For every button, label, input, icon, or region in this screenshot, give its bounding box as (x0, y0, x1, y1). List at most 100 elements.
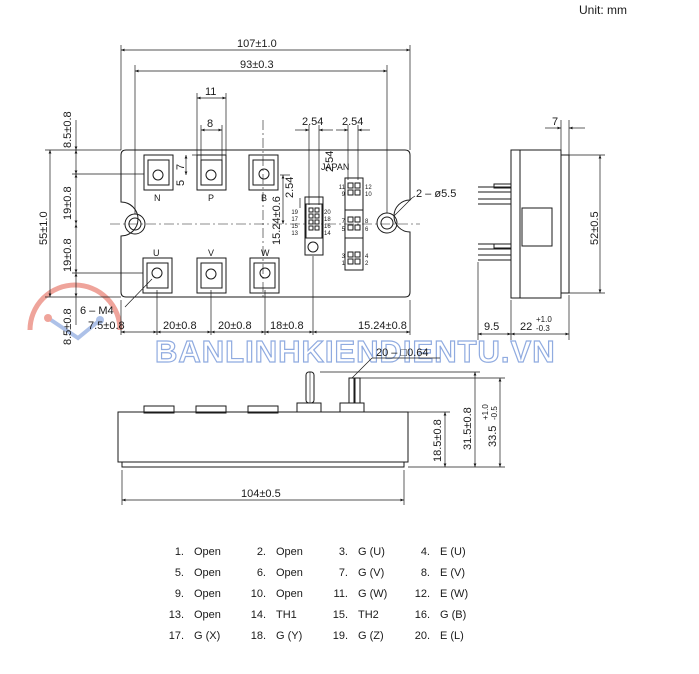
pin-number: 4. (420, 546, 430, 558)
pin-header-left (304, 196, 324, 256)
pin-function: G (Y) (276, 630, 303, 642)
front-view (117, 371, 409, 468)
terminal-label-v: V (208, 248, 214, 258)
dim-pin-pitch-v: 2.54 (284, 177, 296, 198)
dim-pitch-19-bot: 19±0.8 (62, 238, 74, 272)
pin-function: G (U) (358, 546, 385, 558)
japan-label: JAPAN (321, 162, 349, 172)
dim-term-7: 7 (175, 164, 187, 170)
pin-function: TH2 (358, 609, 379, 621)
dim-term-hole: 8 (207, 118, 213, 130)
dim-side-22: 22 (520, 321, 532, 333)
hdr-num: 18 (324, 217, 331, 223)
top-view-outline (120, 149, 411, 298)
pin-list-item: 3. G (U) (324, 546, 404, 558)
pin-number: 20. (414, 630, 430, 642)
dim-side-22-tol-dn: -0.3 (536, 324, 550, 333)
hdr-num: 20 (324, 210, 331, 216)
hdr-num: 1 (342, 261, 346, 267)
pin-list-item: 6.Open (242, 567, 322, 579)
dim-body-33-5: 33.5 (487, 426, 499, 447)
pin-number: 17. (168, 630, 184, 642)
front-pin-right (348, 377, 355, 404)
hdr-num: 11 (339, 185, 346, 191)
terminal-b (248, 154, 279, 191)
pin-list-item: 10. Open (242, 588, 322, 600)
pin-number: 12. (414, 588, 430, 600)
dim-body-18-5: 18.5±0.8 (432, 419, 444, 462)
pin-number: 6. (256, 567, 266, 579)
dim-pin-row-offset: 15.24±0.6 (271, 196, 283, 245)
pin-function: E (V) (440, 567, 466, 579)
pin-list-item: 20. E (L) (406, 630, 486, 642)
pin-number: 13. (168, 609, 184, 621)
pin-number: 15. (332, 609, 348, 621)
terminal-label-b: B (261, 193, 267, 203)
dim-side-9-5: 9.5 (484, 321, 499, 333)
pin-function: E (U) (440, 546, 466, 558)
pin-list-item: 7.G (V) (324, 567, 404, 579)
pin-function: E (L) (440, 630, 464, 642)
pin-number: 18. (250, 630, 266, 642)
front-dimension-lines (121, 357, 505, 505)
unit-label: Unit: mm (579, 3, 627, 17)
pin-list-item: 13.Open (160, 609, 240, 621)
top-view (110, 120, 420, 300)
pin-function: E (W) (440, 588, 469, 600)
dim-term-width: 11 (205, 86, 216, 98)
hdr-num: 13 (291, 231, 298, 237)
terminal-label-u: U (153, 248, 160, 258)
pin-number: 3. (338, 546, 348, 558)
dim-height-55: 55±1.0 (38, 211, 50, 245)
pin-list-item: 16.G (B) (406, 609, 486, 621)
side-view (478, 149, 570, 299)
hdr-num: 2 (365, 261, 369, 267)
hdr-num: 19 (291, 210, 298, 216)
pin-number: 19. (332, 630, 348, 642)
pin-function: Open (276, 546, 303, 558)
hdr-num: 12 (365, 185, 372, 191)
pin-list-item: 18. G (Y) (242, 630, 322, 642)
dim-term-5: 5 (175, 180, 187, 186)
pin-list-item: 8.E (V) (406, 567, 486, 579)
dim-side-22-tol-up: +1.0 (536, 315, 552, 324)
dim-pitch-19-top: 19±0.8 (62, 186, 74, 220)
pin-list-item: 15. TH2 (324, 609, 404, 621)
dim-mount-pitch: 93±0.3 (240, 59, 274, 71)
terminal-v (196, 257, 227, 294)
hdr-num: 6 (365, 227, 369, 233)
hdr-num: 4 (365, 254, 369, 260)
side-dimension-lines (477, 120, 605, 340)
pin-list-item: 11.G (W) (324, 588, 404, 600)
dim-total-width: 107±1.0 (237, 38, 277, 50)
hdr-num: 7 (342, 219, 346, 225)
pin-header-right (344, 177, 364, 271)
pin-function: TH1 (276, 609, 297, 621)
pin-list-item: 12. E (W) (406, 588, 486, 600)
pin-number: 14. (250, 609, 266, 621)
pin-function: G (V) (358, 567, 385, 579)
hdr-num: 8 (365, 219, 369, 225)
dim-h-7-5: 7.5±0.8 (88, 320, 125, 332)
dim-edge-top: 8.5±0.8 (62, 111, 74, 148)
dim-pin-pitch-a: 2.54 (302, 116, 323, 128)
terminal-p (196, 154, 227, 191)
dim-hole-spec: 2 – ø5.5 (416, 188, 456, 200)
pin-list-item: 2.Open (242, 546, 322, 558)
dim-side-depth: 7 (552, 116, 558, 128)
dim-edge-bot: 8.5±0.8 (62, 308, 74, 345)
pin-list-item: 14. TH1 (242, 609, 322, 621)
pin-function: Open (194, 588, 221, 600)
pin-function: Open (276, 588, 303, 600)
pin-number: 10. (250, 588, 266, 600)
dim-thread-spec: 6 – M4 (80, 305, 114, 317)
terminal-label-w: W (261, 248, 270, 258)
dimension-lines (45, 45, 416, 335)
terminal-w (249, 257, 280, 294)
terminal-label-n: N (154, 193, 161, 203)
dim-body-33-5-tol-up: +1.0 (481, 404, 490, 420)
hdr-num: 16 (324, 224, 331, 230)
dim-pin-pitch-b: 2.54 (342, 116, 363, 128)
pin-function: G (Z) (358, 630, 384, 642)
hdr-num: 5 (342, 227, 346, 233)
